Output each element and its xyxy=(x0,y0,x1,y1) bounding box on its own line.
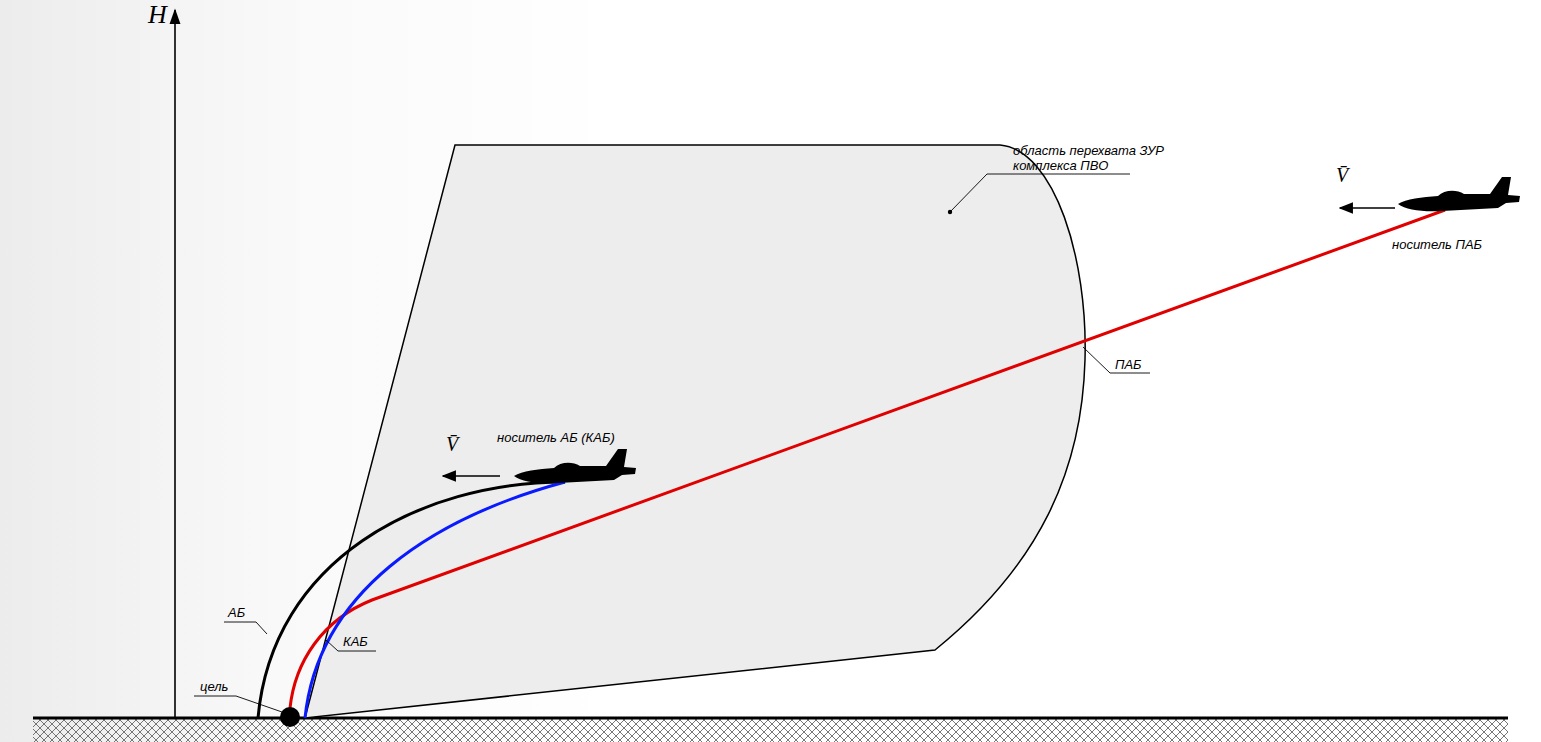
zone-callout: область перехвата ЗУР комплекса ПВО xyxy=(1013,143,1178,173)
leader-lines xyxy=(194,174,1150,712)
velocity-arrow xyxy=(443,475,500,477)
ground-hatching xyxy=(33,719,1508,742)
carrier-label: носитель АБ (КАБ) xyxy=(497,430,615,445)
guided-bomb-path xyxy=(305,482,565,718)
trajectory-label: АБ xyxy=(228,605,245,620)
glide-bomb-path xyxy=(290,210,1445,708)
target-dot xyxy=(280,707,300,727)
velocity-label: V̄ xyxy=(1336,164,1348,187)
leader-dot xyxy=(948,210,952,214)
glide-bomb-carrier xyxy=(1398,177,1520,211)
velocity-label: V̄ xyxy=(446,433,458,456)
intercept-zone xyxy=(305,145,1085,718)
velocity-arrow xyxy=(1340,207,1395,209)
trajectory-label: ПАБ xyxy=(1115,357,1142,372)
axis-label: H xyxy=(148,0,167,30)
height-axis xyxy=(174,10,176,718)
ground-line xyxy=(33,717,1508,720)
free-fall-bomb-path xyxy=(258,482,565,718)
carrier-label: носитель ПАБ xyxy=(1392,237,1482,252)
trajectory-label: КАБ xyxy=(343,634,368,649)
bomb-carrier xyxy=(514,449,636,483)
target-label: цель xyxy=(200,679,228,694)
